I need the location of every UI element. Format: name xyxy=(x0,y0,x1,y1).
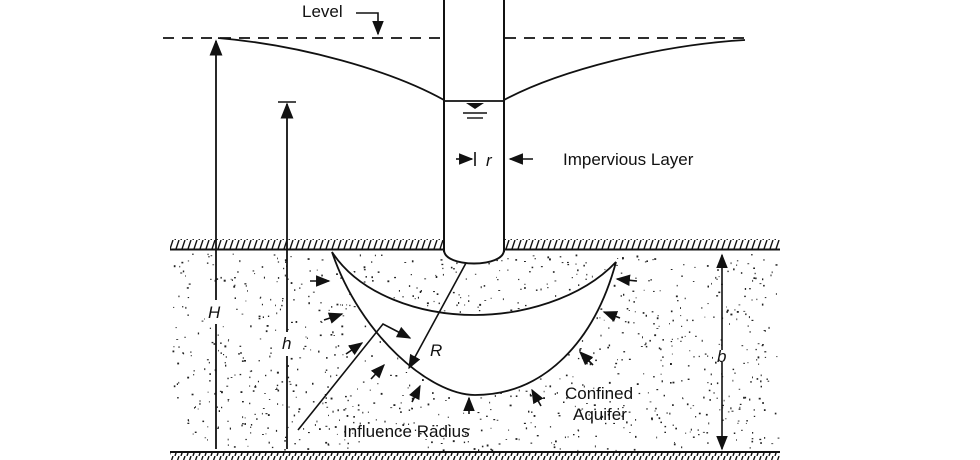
impervious-bottom-boundary xyxy=(170,451,780,460)
influence-radius-line xyxy=(408,262,467,370)
influence-radius-label: Influence Radius xyxy=(343,422,470,441)
well-radius-dimension xyxy=(456,152,533,166)
b-label: b xyxy=(717,347,726,366)
H-label: H xyxy=(208,303,221,322)
well-radius-label: r xyxy=(486,151,493,170)
well-bottom xyxy=(443,249,505,265)
well-water-level-icon xyxy=(444,100,504,119)
influence-radius-pointer xyxy=(297,322,412,431)
influence-radius-R-label: R xyxy=(430,341,442,360)
confined-aquifer-label-line2: Aquifer xyxy=(573,405,627,424)
drawdown-curve xyxy=(217,37,445,101)
confined-aquifer-label-line1: Confined xyxy=(565,384,633,403)
influence-zone xyxy=(331,251,617,396)
drawdown-curve-right xyxy=(503,39,746,101)
h-label: h xyxy=(282,334,291,353)
impervious-layer-label: Impervious Layer xyxy=(563,150,694,169)
flow-arrows xyxy=(310,274,638,414)
level-arrow xyxy=(356,12,384,36)
well-casing-fill xyxy=(444,0,504,260)
level-label: Level xyxy=(302,2,343,21)
